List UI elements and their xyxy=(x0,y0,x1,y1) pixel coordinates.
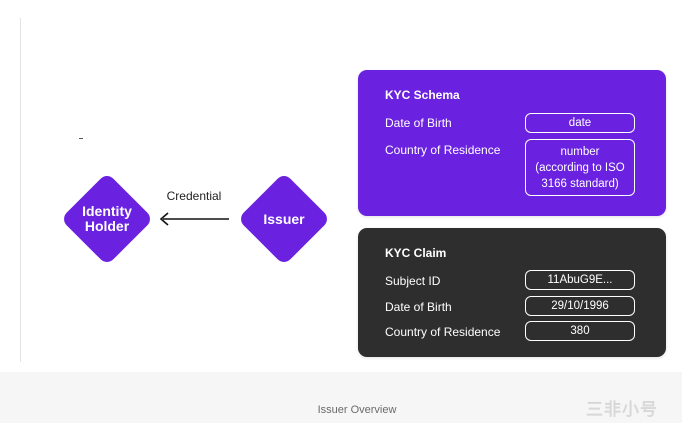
arrow-head xyxy=(159,212,169,226)
left-divider xyxy=(20,18,21,362)
kyc-claim-card: KYC Claim Subject ID 11AbuG9E... Date of… xyxy=(358,228,666,357)
kyc-claim-title: KYC Claim xyxy=(385,246,447,260)
issuer-label: Issuer xyxy=(263,210,305,227)
kyc-schema-title: KYC Schema xyxy=(385,88,460,102)
claim-subject-id-label: Subject ID xyxy=(385,274,441,288)
claim-subject-id-value: 11AbuG9E... xyxy=(525,270,635,290)
schema-country-value-line: number xyxy=(560,145,600,158)
claim-dob-label: Date of Birth xyxy=(385,300,452,314)
schema-dob-label: Date of Birth xyxy=(385,116,452,130)
schema-country-value-line: 3166 standard) xyxy=(541,177,619,190)
figure-caption: Issuer Overview xyxy=(317,404,397,416)
stray-mark xyxy=(79,138,83,139)
claim-country-label: Country of Residence xyxy=(385,325,501,339)
kyc-schema-card: KYC Schema Date of Birth date Country of… xyxy=(358,70,666,216)
schema-country-value: number (according to ISO 3166 standard) xyxy=(525,139,635,196)
diagram-canvas: Identity Holder Credential Issuer KYC Sc… xyxy=(20,18,666,362)
watermark: 三非小号 xyxy=(586,400,658,419)
credential-arrow xyxy=(159,212,229,226)
claim-country-value: 380 xyxy=(525,321,635,341)
credential-label: Credential xyxy=(166,189,222,203)
issuer-node: Issuer xyxy=(237,172,331,266)
schema-country-value-line: (according to ISO xyxy=(535,161,625,174)
identity-holder-node: Identity Holder xyxy=(60,172,154,266)
schema-country-label: Country of Residence xyxy=(385,143,501,157)
identity-holder-label: Identity Holder xyxy=(82,203,132,234)
claim-dob-value: 29/10/1996 xyxy=(525,296,635,316)
schema-dob-value: date xyxy=(525,113,635,133)
